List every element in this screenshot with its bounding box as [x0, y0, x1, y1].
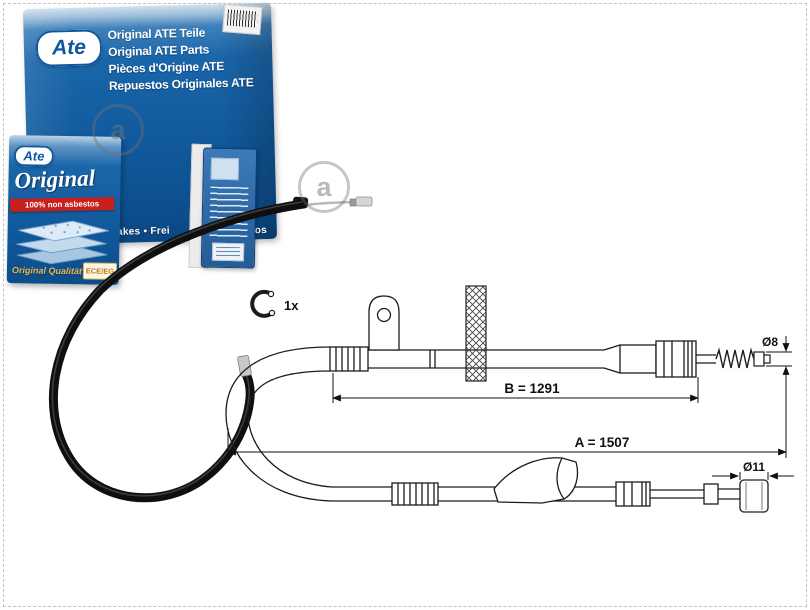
dimension-a-label: A = 1507 — [575, 435, 630, 450]
cable-u-loop — [225, 346, 333, 502]
bottom-cable-assembly — [332, 457, 740, 507]
dia11-label: Ø11 — [743, 460, 765, 474]
dimension-a — [227, 382, 787, 458]
circlip-icon — [250, 289, 276, 318]
ate-original-box: Ate Original 100% non asbestos Original … — [6, 135, 122, 285]
brake-pads-art — [16, 220, 109, 265]
cable-ferrule — [237, 355, 252, 377]
return-spring — [715, 347, 771, 369]
inner-cable-end — [305, 196, 373, 207]
mounting-bracket — [368, 295, 400, 351]
cable-end-cylinder — [739, 479, 769, 513]
pad-dots — [42, 223, 91, 234]
heat-shield-hatch — [465, 285, 487, 382]
dia11-dimension — [712, 472, 794, 480]
dia8-dimension — [766, 336, 792, 382]
dia8-label: Ø8 — [762, 335, 778, 349]
clip-count-label: 1x — [284, 298, 299, 313]
dimension-b — [332, 373, 699, 403]
dimension-b-label: B = 1291 — [504, 381, 560, 396]
